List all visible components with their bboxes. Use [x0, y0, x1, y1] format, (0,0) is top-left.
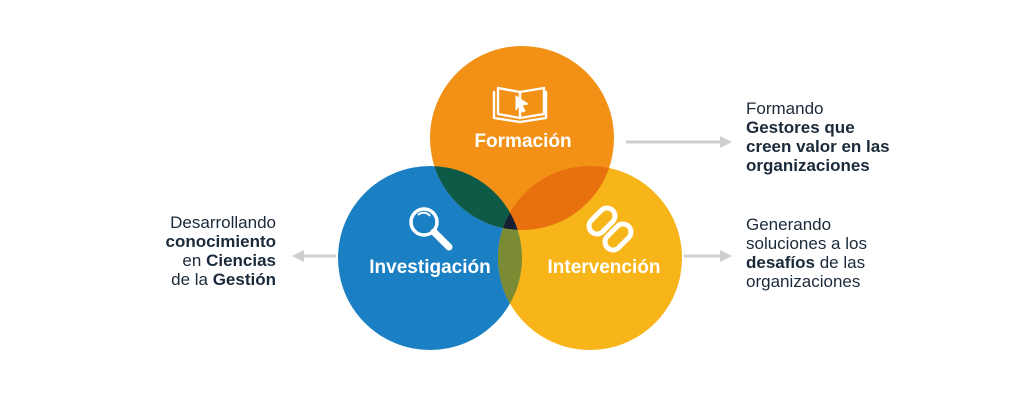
text-bold: Ciencias [206, 251, 276, 270]
text-formacion-outcome: Formando Gestores que creen valor en las… [746, 99, 926, 175]
text-bold: desafíos [746, 253, 815, 272]
text-line: Generando [746, 215, 832, 234]
text-line: de la [171, 270, 213, 289]
chain-link-icon [586, 205, 634, 253]
text-line: Desarrollando [170, 213, 276, 232]
overlap-formacion-investigacion [430, 166, 522, 230]
overlap-formacion-intervencion [498, 166, 614, 230]
text-line: de las [814, 253, 866, 272]
label-intervencion: Intervención [548, 257, 661, 278]
magnifier-icon [409, 207, 453, 251]
label-investigacion: Investigación [369, 257, 490, 278]
text-bold: Gestión [212, 270, 276, 289]
book-cursor-icon [492, 86, 548, 124]
text-line: organizaciones [746, 272, 861, 291]
text-bold: conocimiento [165, 232, 276, 251]
text-bold: Gestores que [746, 118, 855, 137]
text-bold: creen valor en las [746, 137, 890, 156]
text-line: Formando [746, 99, 824, 118]
text-bold: organizaciones [746, 156, 870, 175]
text-intervencion-outcome: Generando soluciones a los desafíos de l… [746, 215, 936, 291]
text-investigacion-outcome: Desarrollando conocimiento en Ciencias d… [96, 213, 276, 289]
text-line: soluciones a los [746, 234, 867, 253]
text-line: en [182, 251, 207, 270]
label-formacion: Formación [474, 131, 571, 152]
